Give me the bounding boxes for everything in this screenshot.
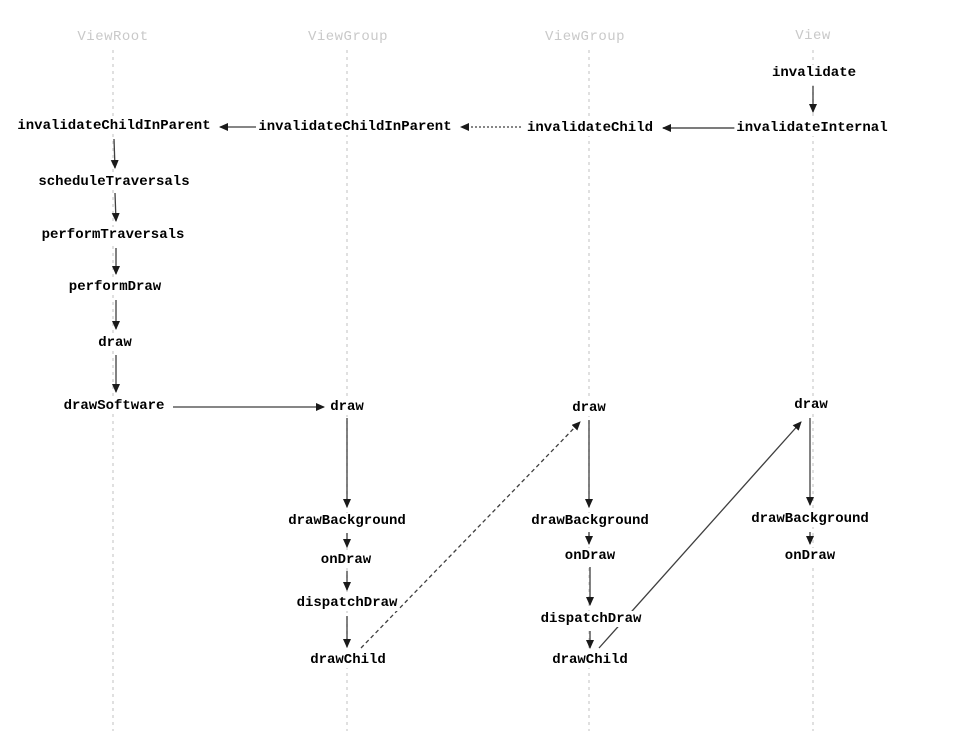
node-draw-viewgroup1: draw [328,399,366,415]
node-performdraw: performDraw [66,279,164,295]
node-ondraw-viewgroup1: onDraw [318,552,374,568]
arrow-drawchild-vg2-to-draw-view [598,421,802,649]
header-viewgroup2: ViewGroup [544,29,626,45]
node-ondraw-viewgroup2: onDraw [562,548,618,564]
node-draw-view: draw [792,397,830,413]
node-invalidatechildinparent-viewroot: invalidateChildInParent [15,118,213,134]
arrow-to-scheduletraversals [110,138,119,169]
node-invalidatechildinparent-viewgroup: invalidateChildInParent [256,119,454,135]
node-drawsoftware: drawSoftware [61,398,167,414]
header-viewroot: ViewRoot [77,29,149,45]
node-drawchild-viewgroup2: drawChild [550,652,630,668]
header-viewgroup1: ViewGroup [307,29,389,45]
node-invalidate-child: invalidateChild [524,120,656,136]
node-drawbackground-viewgroup2: drawBackground [529,513,651,529]
node-invalidate: invalidate [769,65,859,81]
node-dispatchdraw-viewgroup1: dispatchDraw [294,595,400,611]
node-drawbackground-view: drawBackground [749,511,871,527]
node-draw-viewgroup2: draw [570,400,608,416]
node-drawbackground-viewgroup1: drawBackground [286,513,408,529]
node-drawchild-viewgroup1: drawChild [308,652,388,668]
node-invalidate-internal: invalidateInternal [734,120,890,136]
node-performtraversals: performTraversals [39,227,187,243]
node-draw-viewroot: draw [96,335,134,351]
node-scheduletraversals: scheduleTraversals [36,174,192,190]
header-view: View [795,28,831,44]
arrow-to-performtraversals [111,192,120,222]
node-ondraw-view: onDraw [782,548,838,564]
node-dispatchdraw-viewgroup2: dispatchDraw [538,611,644,627]
